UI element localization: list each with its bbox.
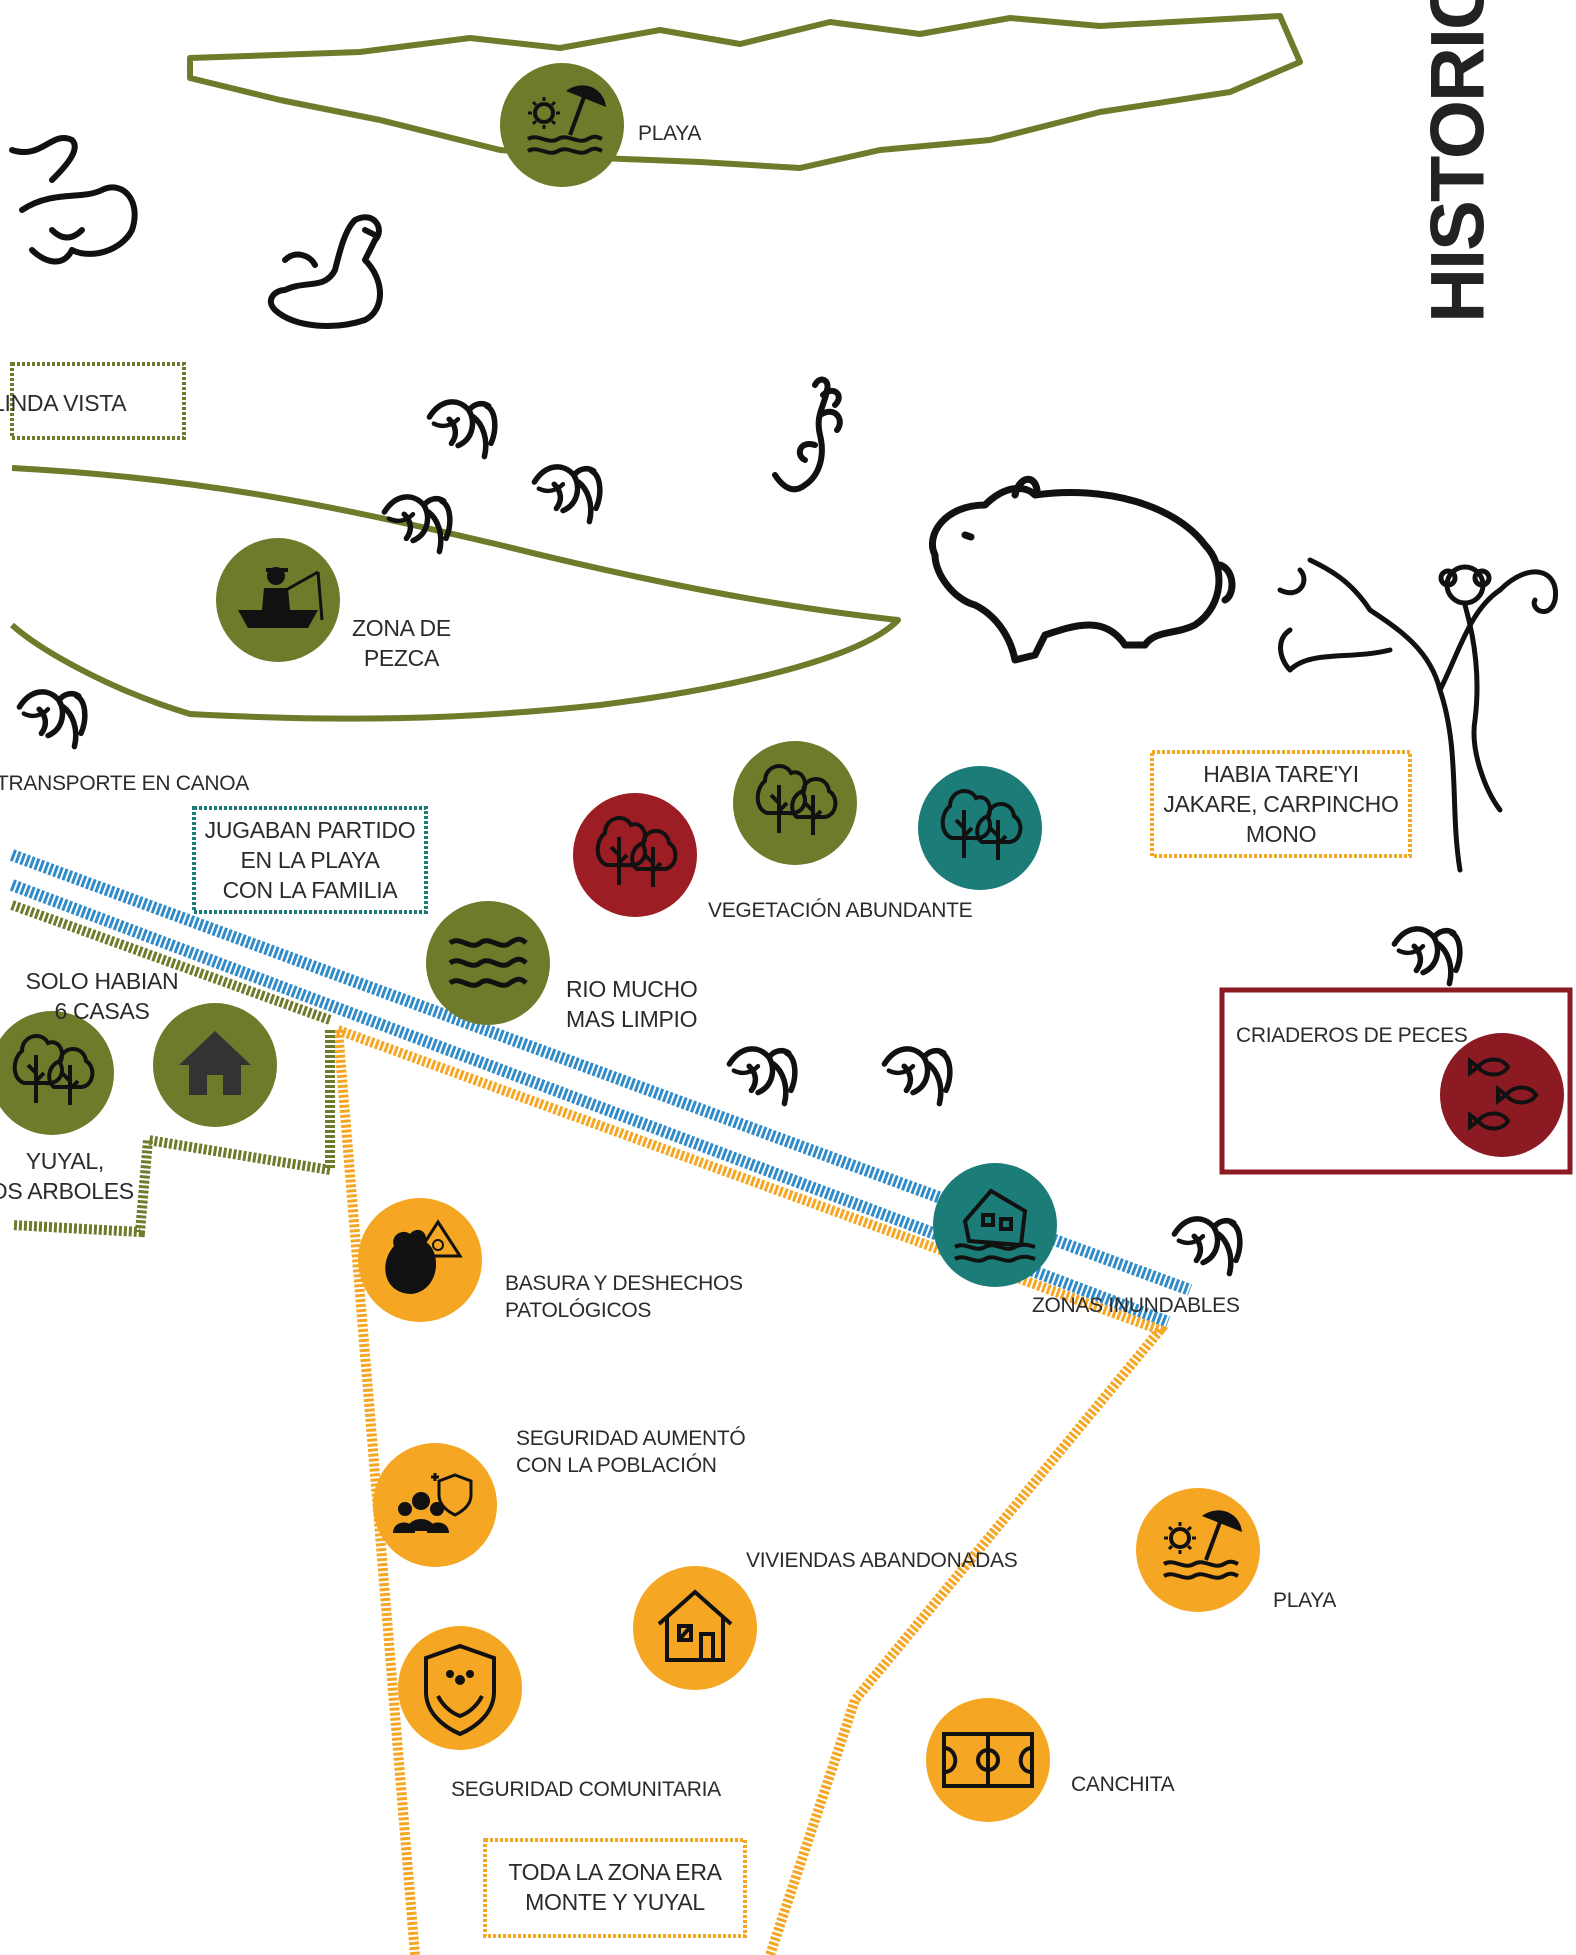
label-jugaban: JUGABAN PARTIDO EN LA PLAYA CON LA FAMIL… — [204, 817, 416, 903]
label-yuyal: YUYAL, MUCHOS ARBOLES — [0, 1148, 134, 1204]
map-title: HISTORIC — [1416, 0, 1501, 323]
label-vegetacion: VEGETACIÓN ABUNDANTE — [708, 899, 973, 922]
criaderos-box — [1219, 987, 1573, 1175]
community-security-icon — [373, 1443, 497, 1567]
label-playa-top: PLAYA — [638, 122, 702, 145]
label-transporte: TRANSPORTE EN CANOA — [0, 772, 249, 795]
habia-box — [1150, 750, 1412, 858]
label-playa-bottom: PLAYA — [1273, 1589, 1337, 1612]
linda-vista-box — [10, 362, 186, 440]
label-seguridad-aumento: SEGURIDAD AUMENTÓ CON LA POBLACIÓN — [516, 1427, 746, 1477]
beach-icon — [500, 63, 624, 187]
fishing-zone-outline — [10, 465, 901, 722]
abandoned-house-icon — [633, 1566, 757, 1690]
jugaban-box — [192, 806, 428, 914]
lizard-sketch — [772, 376, 843, 493]
trees-icon — [573, 793, 697, 917]
biohazard-trash-icon — [358, 1198, 482, 1322]
label-basura: BASURA Y DESHECHOS PATOLÓGICOS — [505, 1272, 743, 1322]
label-toda-zona: TODA LA ZONA ERA MONTE Y YUYAL — [508, 1859, 722, 1915]
label-criaderos: CRIADEROS DE PECES — [1236, 1024, 1468, 1047]
label-habia: HABIA TARE'YI JAKARE, CARPINCHO MONO — [1163, 761, 1399, 847]
trees-icon — [918, 766, 1042, 890]
house-icon — [153, 1003, 277, 1127]
flooded-house-icon — [933, 1163, 1057, 1287]
label-seguridad-comunitaria: SEGURIDAD COMUNITARIA — [451, 1778, 721, 1801]
toda-zona-box — [483, 1838, 747, 1938]
waves-icon — [426, 901, 550, 1025]
beach-icon — [1136, 1488, 1260, 1612]
duck-sketch — [267, 214, 383, 329]
label-zona-pezca: ZONA DE PEZCA — [352, 615, 451, 671]
label-rio: RIO MUCHO MAS LIMPIO — [566, 976, 698, 1032]
trees-icon — [0, 1011, 114, 1135]
fishing-boat-icon — [216, 538, 340, 662]
label-viviendas: VIVIENDAS ABANDONADAS — [746, 1549, 1018, 1572]
capybara-sketch — [929, 475, 1236, 664]
map-title-text: HISTORIC — [1415, 0, 1501, 323]
fish-farm-icon — [1440, 1033, 1564, 1157]
label-zonas-inundables: ZONAS INUNDABLES — [1032, 1294, 1240, 1317]
trees-icon — [733, 741, 857, 865]
label-linda-vista: LINDA VISTA — [0, 390, 127, 416]
label-canchita: CANCHITA — [1071, 1773, 1175, 1796]
sports-court-icon — [926, 1698, 1050, 1822]
label-solo-habian: SOLO HABIAN 6 CASAS — [25, 968, 179, 1024]
monkey-tree-sketch — [1277, 557, 1559, 873]
rabbit-sketch — [9, 135, 138, 265]
protective-hands-icon — [398, 1626, 522, 1750]
island-outline — [187, 13, 1303, 171]
orange-area-outline — [333, 1025, 1169, 1955]
